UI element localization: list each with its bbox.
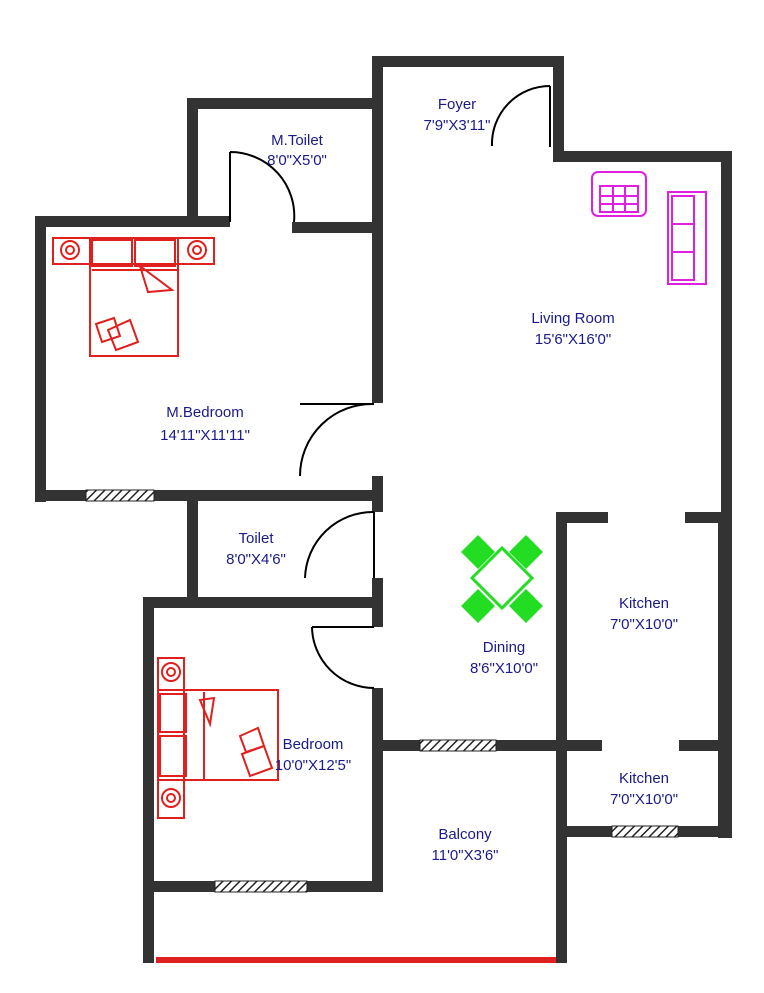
dining-table-icon: [461, 535, 543, 623]
wall-segment: [372, 578, 383, 627]
wall-segment: [718, 512, 729, 838]
windows: [85, 489, 679, 893]
room-size-living-room: 15'6"X16'0": [535, 331, 611, 348]
wall-segment: [143, 597, 154, 963]
m-bedroom-door: [299, 402, 375, 477]
telephone-icon: [591, 171, 647, 217]
main-entrance-door: [490, 85, 551, 147]
wall-segment: [372, 56, 383, 118]
room-size-bedroom: 10'0"X12'5": [275, 757, 351, 774]
wall-segment: [556, 740, 602, 751]
wall-segment: [556, 512, 567, 963]
wall-segment: [372, 110, 383, 235]
m-toilet-door: [229, 150, 296, 223]
room-name-balcony: Balcony: [438, 826, 492, 843]
room-size-kitchen: 7'0"X10'0": [610, 616, 678, 633]
room-name-toilet: Toilet: [238, 530, 274, 547]
room-size-m-bedroom: 14'11"X11'11": [160, 427, 250, 444]
wall-segment: [35, 490, 383, 501]
room-name-foyer: Foyer: [438, 96, 476, 113]
room-name-kitchen-2: Kitchen: [619, 770, 669, 787]
room-size-toilet: 8'0"X4'6": [226, 551, 286, 568]
wall-segment: [187, 98, 383, 109]
double-bed-icon: [157, 657, 279, 819]
wall-segment: [685, 512, 732, 523]
wall-segment: [721, 151, 732, 838]
toilet-door: [304, 510, 375, 579]
room-name-kitchen: Kitchen: [619, 595, 669, 612]
wall-segment: [372, 225, 383, 403]
wall-segment: [553, 56, 564, 156]
doors: [229, 85, 551, 689]
room-size-dining: 8'6"X10'0": [470, 660, 538, 677]
room-size-foyer: 7'9"X3'11": [424, 117, 491, 134]
room-size-balcony: 11'0"X3'6": [432, 847, 499, 864]
wall-segment: [187, 490, 198, 608]
window-icon: [214, 880, 308, 893]
window-icon: [419, 739, 497, 752]
room-name-living-room: Living Room: [531, 310, 614, 327]
window-icon: [611, 825, 679, 838]
wall-segment: [292, 222, 383, 233]
wall-segment: [372, 476, 383, 512]
room-size-m-toilet: 8'0"X5'0": [267, 152, 327, 169]
wall-segment: [372, 56, 564, 67]
wall-segment: [35, 216, 230, 227]
sofa-icon: [667, 191, 707, 285]
wall-segment: [679, 740, 732, 751]
wall-segment: [143, 597, 383, 608]
room-size-kitchen-2: 7'0"X10'0": [610, 791, 678, 808]
bedroom-door: [311, 626, 375, 689]
wall-segment: [35, 216, 46, 502]
balcony-railing: [156, 957, 556, 963]
room-labels: Foyer 7'9"X3'11" M.Toilet 8'0"X5'0" Livi…: [160, 96, 678, 864]
wall-segment: [187, 98, 198, 225]
double-bed-icon: [52, 237, 215, 357]
room-name-m-toilet: M.Toilet: [271, 132, 324, 149]
room-name-dining: Dining: [483, 639, 526, 656]
wall-segment: [553, 151, 731, 162]
room-name-bedroom: Bedroom: [283, 736, 344, 753]
window-icon: [85, 489, 155, 502]
wall-segment: [372, 688, 383, 892]
room-name-m-bedroom: M.Bedroom: [166, 404, 244, 421]
wall-segment: [556, 512, 608, 523]
